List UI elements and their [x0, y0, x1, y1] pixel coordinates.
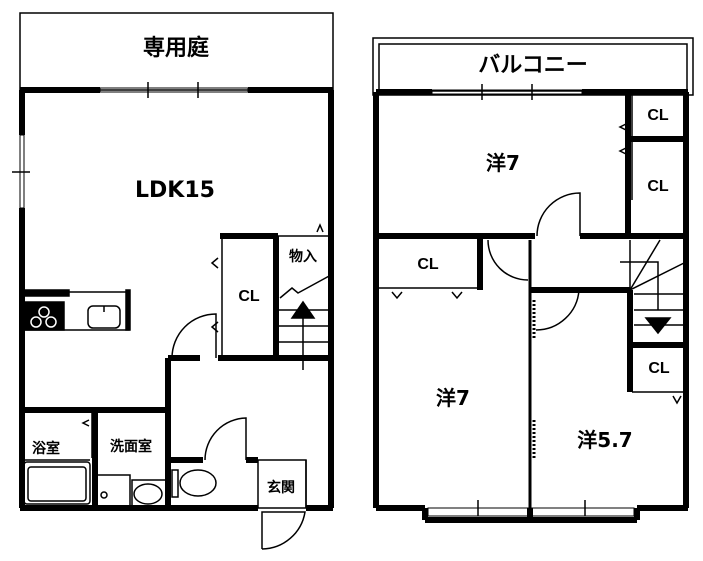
balcony-label: バルコニー	[478, 53, 588, 78]
entrance-label: 玄関	[267, 480, 295, 496]
balcony-area	[372, 37, 694, 96]
room-east-label: 洋5.7	[577, 428, 633, 452]
bath-label: 浴室	[32, 441, 60, 457]
closet-label: CL	[647, 178, 669, 195]
closet-label: CL	[648, 360, 670, 377]
room-north-label: 洋7	[486, 151, 520, 175]
room-west-label: 洋7	[436, 386, 470, 410]
garden-label: 専用庭	[142, 36, 210, 61]
ldk-label: LDK15	[135, 178, 215, 203]
closet-label: CL	[238, 288, 260, 305]
washroom-label: 洗面室	[110, 439, 152, 455]
closet-label: CL	[647, 107, 669, 124]
storage-label: 物入	[289, 249, 317, 265]
garden-area	[19, 12, 334, 91]
closet-label: CL	[417, 256, 439, 273]
stove	[23, 301, 65, 331]
